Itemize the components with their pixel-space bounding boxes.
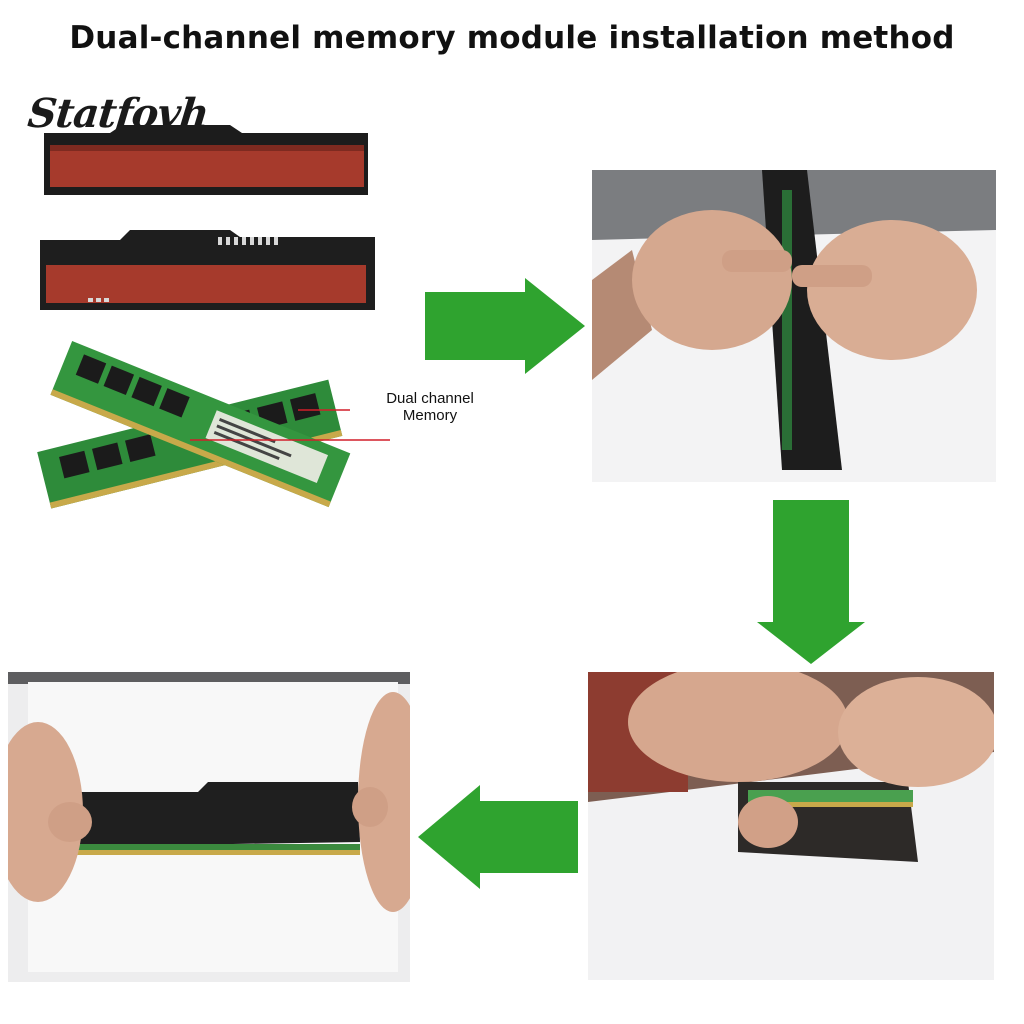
callout-label: Dual channel Memory [358,390,502,424]
right-hand [807,220,977,360]
hand-top [628,672,848,782]
left-hand [8,722,83,902]
arrow-right-icon [425,278,585,379]
step-photo-finished-module [8,672,410,982]
page-title: Dual-channel memory module installation … [69,20,955,56]
arrow-down-icon [757,500,865,669]
parts-illustration [30,115,390,535]
callout-line-1: Dual channel [386,390,474,407]
assembled-heatsink [48,782,360,847]
memory-module-front [50,340,351,508]
arrow-left-icon [418,785,578,894]
callout-lines [190,409,390,441]
left-hand [632,210,792,350]
heatsink-half-top [44,125,368,195]
heatsink-half-bottom [40,230,375,310]
step-photo-attach-second-half [588,672,994,980]
step-photo-attach-first-half [592,170,996,482]
callout-line-2: Memory [402,407,458,424]
